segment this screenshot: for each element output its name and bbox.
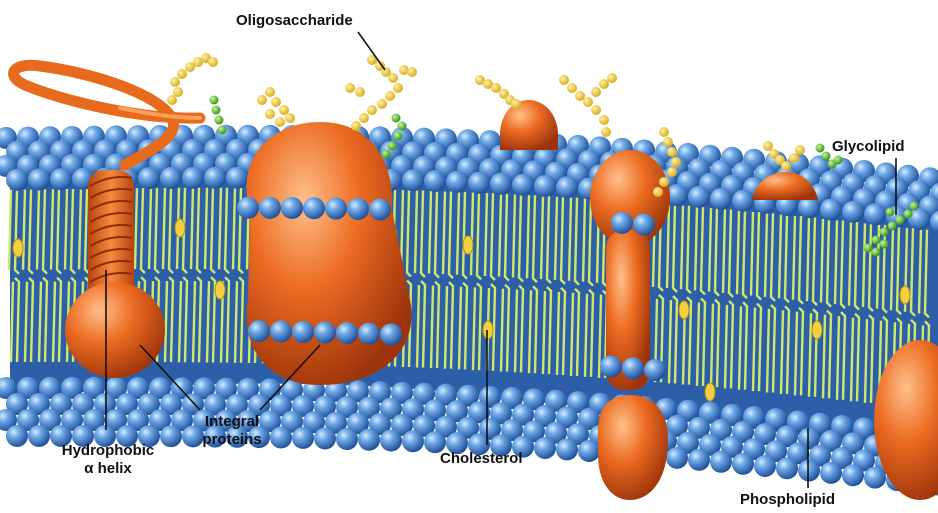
label-phospholipid: Phospholipid xyxy=(740,491,835,509)
label-cholesterol: Cholesterol xyxy=(440,450,523,468)
label-integral-proteins: Integral proteins xyxy=(202,413,261,449)
label-hydrophobic-line2: α helix xyxy=(62,460,155,478)
peripheral-protein-top xyxy=(500,100,558,150)
label-integral-line2: proteins xyxy=(202,431,261,449)
label-integral-line1: Integral xyxy=(202,413,261,431)
label-oligosaccharide: Oligosaccharide xyxy=(236,12,353,30)
label-glycolipid: Glycolipid xyxy=(832,138,905,156)
label-hydrophobic-helix: Hydrophobic α helix xyxy=(62,442,155,478)
label-hydrophobic-line1: Hydrophobic xyxy=(62,442,155,460)
